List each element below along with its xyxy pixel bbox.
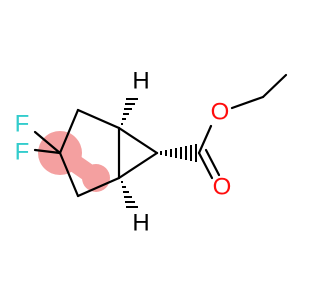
bond-c7-o-ester	[197, 124, 213, 155]
molecule-structure: F F H H O O	[15, 67, 288, 236]
bond-c1-f-lower	[33, 148, 62, 155]
bond-c1-f-upper	[33, 130, 62, 155]
hashed-wedge-h-top	[121, 98, 138, 125]
bond-c7-o-carbonyl-a	[197, 151, 214, 180]
molecule-canvas: F F H H O O	[14, 67, 288, 237]
bond-c2-c3	[76, 108, 121, 130]
atom-f-lower: F	[15, 138, 30, 165]
bond-c7-o-carbonyl-b	[204, 148, 221, 177]
hashed-wedge-ester	[160, 144, 197, 162]
atom-f-upper: F	[15, 110, 30, 137]
bond-c5-c1	[58, 151, 80, 198]
bond-c4-c5	[76, 176, 121, 198]
atom-h-bottom: H	[132, 209, 149, 236]
bond-c1-c2	[58, 108, 80, 155]
bond-c4-c6	[117, 151, 159, 180]
atom-o-carbonyl: O	[213, 173, 232, 200]
bond-c3-c6	[117, 126, 159, 155]
bond-ch2-ch3	[261, 73, 288, 99]
bond-o-ch2	[230, 95, 265, 110]
atom-h-top: H	[132, 67, 149, 94]
atom-o-ester: O	[211, 98, 230, 125]
hashed-wedge-h-bottom	[121, 181, 138, 208]
